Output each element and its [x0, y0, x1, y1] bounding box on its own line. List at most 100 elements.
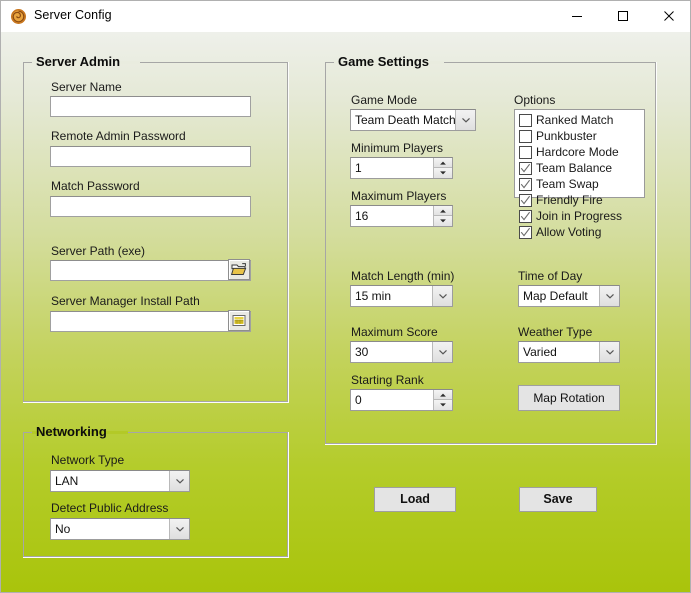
load-button[interactable]: Load: [374, 487, 456, 512]
folder-icon: [232, 315, 246, 326]
stepper-buttons[interactable]: [433, 390, 452, 410]
minimum-players-stepper[interactable]: 1: [350, 157, 453, 179]
maximum-players-stepper[interactable]: 16: [350, 205, 453, 227]
maximize-icon: [618, 11, 628, 21]
network-type-select[interactable]: LAN: [50, 470, 190, 492]
time-of-day-select[interactable]: Map Default: [518, 285, 620, 307]
checkbox-label: Friendly Fire: [536, 193, 603, 207]
time-of-day-value: Map Default: [523, 289, 588, 303]
checkbox-checked-icon[interactable]: [519, 178, 532, 191]
label-time-of-day: Time of Day: [518, 269, 583, 283]
label-starting-rank: Starting Rank: [351, 373, 424, 387]
server-admin-groupbox: Server Admin Server Name Remote Admin Pa…: [23, 54, 288, 402]
stepper-buttons[interactable]: [433, 206, 452, 226]
label-server-path: Server Path (exe): [51, 244, 146, 258]
chevron-down-icon[interactable]: [432, 342, 452, 362]
checkbox-label: Allow Voting: [536, 225, 602, 239]
groupbox-title-mask: [334, 61, 444, 64]
chevron-down-icon[interactable]: [599, 342, 619, 362]
weather-type-select[interactable]: Varied: [518, 341, 620, 363]
chevron-down-icon[interactable]: [169, 471, 189, 491]
close-button[interactable]: [646, 1, 690, 31]
maximize-button[interactable]: [600, 1, 646, 31]
stepper-up-icon[interactable]: [434, 206, 452, 216]
stepper-down-icon[interactable]: [434, 168, 452, 178]
stepper-up-icon[interactable]: [434, 390, 452, 400]
label-maximum-players: Maximum Players: [351, 189, 447, 203]
open-folder-icon: [231, 263, 247, 275]
app-spiral-icon: [10, 8, 27, 25]
label-minimum-players: Minimum Players: [351, 141, 444, 155]
game-settings-title: Game Settings: [338, 54, 430, 69]
starting-rank-stepper[interactable]: 0: [350, 389, 453, 411]
label-remote-admin-password: Remote Admin Password: [51, 129, 186, 143]
checkbox-label: Ranked Match: [536, 113, 614, 127]
groupbox-title-mask: [32, 431, 128, 434]
label-match-password: Match Password: [51, 179, 140, 193]
label-game-mode: Game Mode: [351, 93, 418, 107]
window-title: Server Config: [34, 8, 112, 22]
network-type-value: LAN: [55, 474, 79, 488]
server-path-input[interactable]: [50, 260, 251, 281]
server-manager-install-path-browse-button[interactable]: [228, 310, 250, 331]
weather-type-value: Varied: [523, 345, 557, 359]
game-settings-groupbox: Game Settings Game Mode Team Death Match…: [325, 54, 656, 444]
stepper-down-icon[interactable]: [434, 216, 452, 226]
checkbox-label: Team Swap: [536, 177, 599, 191]
checkbox-checked-icon[interactable]: [519, 226, 532, 239]
match-length-select[interactable]: 15 min: [350, 285, 453, 307]
checkbox-label: Hardcore Mode: [536, 145, 619, 159]
stepper-up-icon[interactable]: [434, 158, 452, 168]
server-path-browse-button[interactable]: [228, 259, 250, 280]
networking-title: Networking: [36, 424, 107, 439]
starting-rank-value: 0: [355, 393, 362, 407]
label-server-name: Server Name: [51, 80, 122, 94]
label-server-manager-install-path: Server Manager Install Path: [51, 294, 200, 308]
stepper-down-icon[interactable]: [434, 400, 452, 410]
maximum-score-value: 30: [355, 345, 369, 359]
detect-public-address-select[interactable]: No: [50, 518, 190, 540]
chevron-down-icon[interactable]: [599, 286, 619, 306]
checkbox-unchecked-icon[interactable]: [519, 146, 532, 159]
label-network-type: Network Type: [51, 453, 125, 467]
checkbox-unchecked-icon[interactable]: [519, 114, 532, 127]
checkbox-label: Punkbuster: [536, 129, 597, 143]
checkbox-label: Team Balance: [536, 161, 613, 175]
game-mode-value: Team Death Match: [355, 113, 456, 127]
match-password-input[interactable]: [50, 196, 251, 217]
server-admin-title: Server Admin: [36, 54, 121, 69]
detect-public-address-value: No: [55, 522, 71, 536]
server-manager-install-path-input[interactable]: [50, 311, 251, 332]
label-detect-public-address: Detect Public Address: [51, 501, 169, 515]
options-checkbox-panel: Ranked Match Punkbuster Hardcore Mode Te…: [514, 109, 645, 239]
groupbox-title-mask: [32, 61, 140, 64]
maximum-players-value: 16: [355, 209, 369, 223]
checkbox-checked-icon[interactable]: [519, 194, 532, 207]
stepper-buttons[interactable]: [433, 158, 452, 178]
client-area: Server Admin Server Name Remote Admin Pa…: [1, 32, 690, 592]
match-length-value: 15 min: [355, 289, 392, 303]
checkbox-checked-icon[interactable]: [519, 210, 532, 223]
chevron-down-icon[interactable]: [432, 286, 452, 306]
save-button[interactable]: Save: [519, 487, 597, 512]
server-name-input[interactable]: [50, 96, 251, 117]
minimize-icon: [572, 16, 582, 17]
checkbox-checked-icon[interactable]: [519, 162, 532, 175]
title-bar: Server Config: [1, 1, 690, 33]
minimum-players-value: 1: [355, 161, 362, 175]
close-icon: [664, 11, 674, 21]
chevron-down-icon[interactable]: [455, 110, 475, 130]
remote-admin-password-input[interactable]: [50, 146, 251, 167]
label-options: Options: [514, 93, 556, 107]
label-maximum-score: Maximum Score: [351, 325, 438, 339]
maximum-score-select[interactable]: 30: [350, 341, 453, 363]
checkbox-unchecked-icon[interactable]: [519, 130, 532, 143]
minimize-button[interactable]: [554, 1, 600, 31]
game-mode-select[interactable]: Team Death Match: [350, 109, 476, 131]
map-rotation-button[interactable]: Map Rotation: [518, 385, 620, 411]
label-match-length: Match Length (min): [351, 269, 455, 283]
checkbox-label: Join in Progress: [536, 209, 623, 223]
label-weather-type: Weather Type: [518, 325, 593, 339]
chevron-down-icon[interactable]: [169, 519, 189, 539]
